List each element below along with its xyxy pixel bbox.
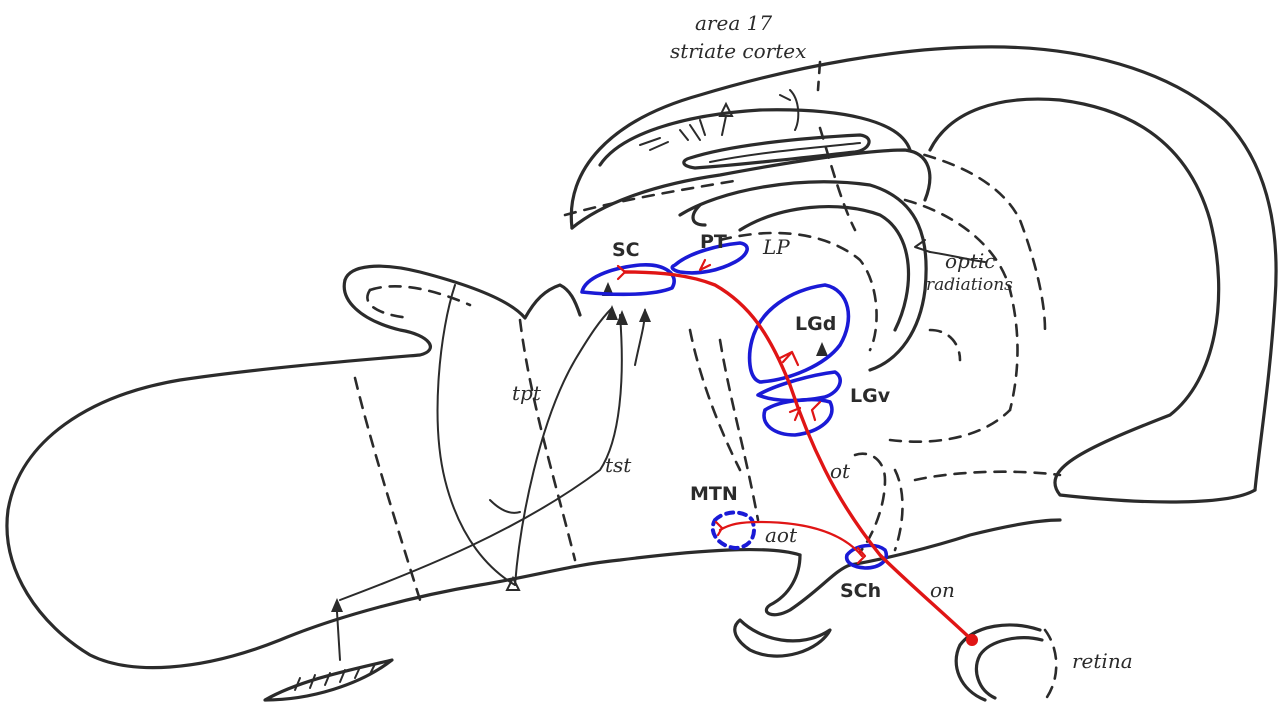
label-on: on — [930, 578, 955, 602]
label-area-17: area 17 — [695, 11, 772, 35]
label-mtn: MTN — [690, 483, 738, 505]
label-ot: ot — [830, 459, 851, 483]
label-sch: SCh — [840, 580, 881, 602]
label-pt: PT — [700, 231, 727, 253]
brain-outline — [7, 47, 1276, 700]
label-striate-cortex: striate cortex — [670, 39, 806, 63]
label-tpt: tpt — [512, 381, 542, 405]
label-lgd: LGd — [795, 313, 836, 335]
label-optic: optic — [945, 249, 995, 273]
retina-origin-dot — [966, 634, 978, 646]
label-tst: tst — [605, 453, 632, 477]
label-lp: LP — [762, 235, 790, 259]
label-aot: aot — [765, 523, 798, 547]
label-sc: SC — [612, 239, 640, 261]
label-radiations: radiations — [926, 275, 1013, 295]
sc-outline — [582, 265, 674, 295]
lgv-outline — [758, 372, 840, 401]
label-retina: retina — [1072, 649, 1133, 673]
label-lgv: LGv — [850, 385, 891, 407]
